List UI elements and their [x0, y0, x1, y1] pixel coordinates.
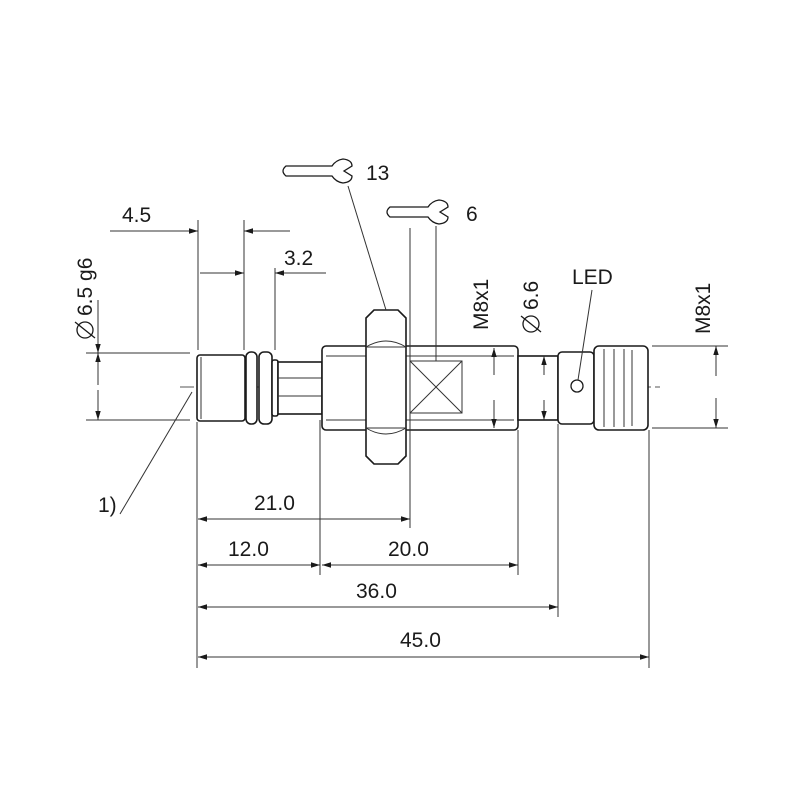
dim-20-0-label: 20.0 — [388, 538, 429, 561]
hex-nut — [365, 309, 407, 465]
dia-6-6-label: 6.6 — [520, 281, 543, 310]
sensor-body — [196, 309, 649, 465]
thread-right-label: M8x1 — [692, 283, 715, 334]
wrench-13-label: 13 — [366, 162, 389, 185]
dimension-20-0: 20.0 — [322, 538, 518, 568]
dim-45-0-label: 45.0 — [400, 629, 441, 652]
led-ring — [557, 351, 595, 425]
dim-21-0-label: 21.0 — [254, 492, 295, 515]
dia-6-5-label: 6.5 g6 — [74, 258, 97, 316]
neck — [517, 355, 559, 421]
wrench-icon — [386, 199, 449, 225]
diameter-symbol — [74, 321, 96, 339]
connector — [593, 345, 649, 431]
wrench-icon — [282, 158, 353, 184]
dimension-21-0: 21.0 — [198, 492, 410, 522]
led-label: LED — [572, 266, 613, 289]
dimension-thread-right: M8x1 — [692, 283, 719, 428]
diameter-symbol — [520, 315, 542, 333]
dim-4-5-label: 4.5 — [122, 204, 151, 227]
groove-3 — [271, 359, 279, 417]
groove-2 — [258, 351, 273, 425]
groove-1 — [245, 351, 258, 425]
led-callout: LED — [572, 266, 613, 381]
led-icon — [570, 379, 584, 393]
wrench-6-callout: 6 — [386, 199, 478, 361]
sensing-face — [196, 354, 246, 422]
note-1-label: 1) — [98, 494, 117, 517]
dimension-12-0: 12.0 — [198, 538, 320, 568]
dim-12-0-label: 12.0 — [228, 538, 269, 561]
dim-3-2-label: 3.2 — [284, 247, 313, 270]
wrench-6-label: 6 — [466, 203, 478, 226]
wrench-13-callout: 13 — [282, 158, 389, 311]
dimension-3-2: 3.2 — [200, 247, 326, 276]
thread-left-label: M8x1 — [470, 279, 493, 330]
dimension-45-0: 45.0 — [198, 629, 649, 660]
dimension-dia-6-5: 6.5 g6 — [74, 258, 101, 420]
thread-section — [321, 345, 519, 431]
dimension-4-5: 4.5 — [110, 204, 290, 234]
dimension-thread-left: M8x1 — [470, 279, 497, 428]
dimension-dia-6-6: 6.6 — [520, 281, 547, 420]
dimension-36-0: 36.0 — [198, 580, 558, 610]
dim-36-0-label: 36.0 — [356, 580, 397, 603]
shaft — [277, 361, 323, 415]
extension-lines — [86, 220, 728, 668]
note-1-callout: 1) — [98, 391, 193, 517]
